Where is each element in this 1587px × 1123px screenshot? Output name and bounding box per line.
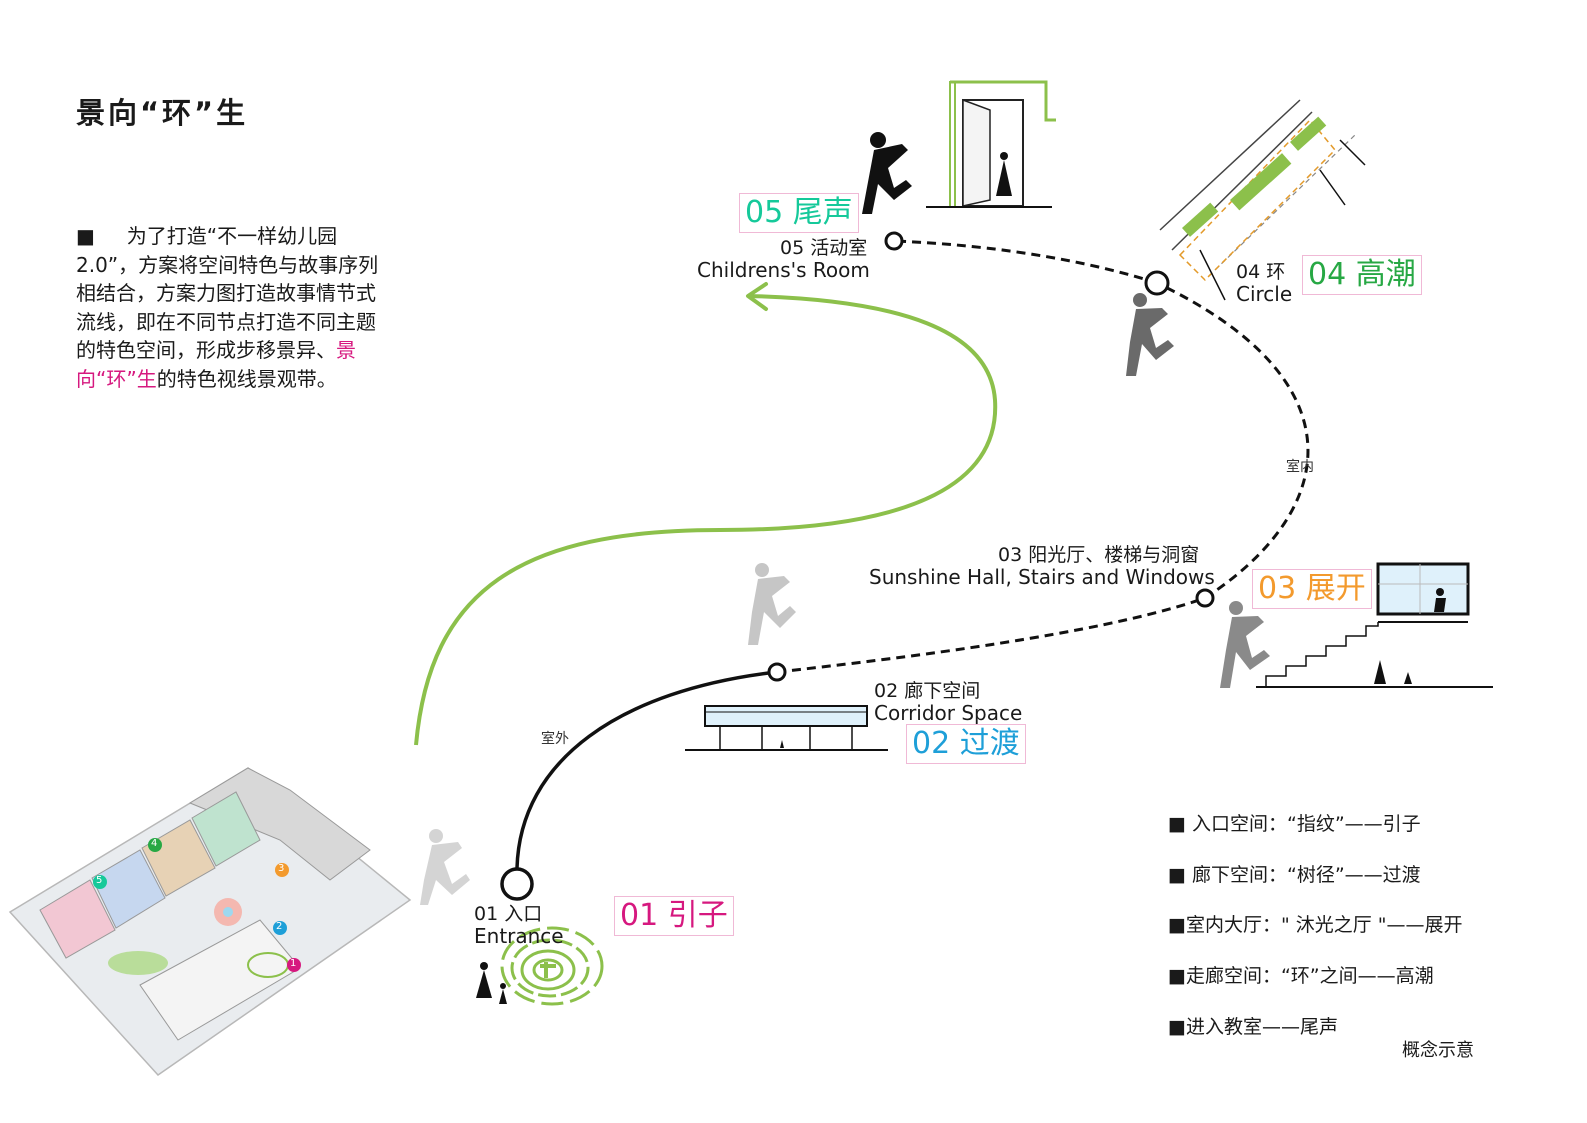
node-03-label-cn: 03 阳光厅、楼梯与洞窗 [998, 544, 1200, 566]
node-03-marker [1195, 588, 1215, 608]
map-marker-2-label: 2 [276, 921, 283, 932]
indoor-path-a [776, 596, 1206, 674]
fingerprint-graphic [500, 926, 604, 1006]
runner-figure-gray-4 [1126, 293, 1174, 376]
outdoor-path [515, 670, 778, 869]
map-marker-1-label: 1 [290, 958, 297, 969]
intro-bullet: ■ [76, 224, 95, 248]
intro-text-end: 的特色视线景观带。 [156, 366, 337, 391]
circle-corridor-vignette [1159, 99, 1366, 301]
node-05-label-cn: 05 活动室 [780, 237, 868, 259]
green-arrowhead [746, 282, 768, 311]
node-05-marker [884, 231, 904, 251]
sunshine-hall-vignette [1256, 562, 1493, 688]
indoor-path-b [1156, 281, 1310, 600]
runner-figure-gray-3 [1220, 601, 1270, 688]
node-04-label-cn: 04 环 [1236, 261, 1286, 283]
indoor-path-c [893, 239, 1158, 285]
intro-text: 为了打造“不一样幼儿园2.0”，方案将空间特色与故事序列相结合，方案力图打造故事… [76, 224, 379, 362]
node-05-label-en: Childrens's Room [697, 258, 870, 282]
legend-item: ■走廊空间：“环”之间——高潮 [1168, 965, 1434, 987]
node-05-tag: 05 尾声 [739, 193, 859, 233]
page-title: 景向“环”生 [76, 96, 249, 130]
node-02-tag: 02 过渡 [906, 724, 1026, 764]
intro-paragraph: ■ 为了打造“不一样幼儿园2.0”，方案将空间特色与故事序列相结合，方案力图打造… [76, 222, 394, 393]
node-01-marker [500, 867, 534, 901]
outdoor-label: 室外 [541, 731, 569, 747]
map-marker-3-label: 3 [278, 863, 285, 874]
map-marker-4-label: 4 [151, 838, 158, 849]
runner-figure-gray-1 [420, 829, 470, 905]
legend-item: ■ 廊下空间：“树径”——过渡 [1168, 864, 1421, 886]
legend-item: ■ 入口空间：“指纹”——引子 [1168, 813, 1421, 835]
runner-figure-gray-2 [748, 563, 796, 645]
adult-child-figures [476, 962, 507, 1004]
node-03-label-en: Sunshine Hall, Stairs and Windows [869, 565, 1215, 589]
node-03-tag: 03 展开 [1252, 569, 1372, 609]
node-04-tag: 04 高潮 [1302, 255, 1422, 295]
node-04-marker [1144, 270, 1170, 296]
green-flow-arrow [414, 294, 998, 746]
legend-item: ■进入教室——尾声 [1168, 1016, 1338, 1038]
node-02-marker [767, 662, 787, 682]
node-01-tag: 01 引子 [614, 896, 734, 936]
runner-figure-black [862, 132, 912, 214]
node-01-label-cn: 01 入口 [474, 903, 543, 925]
node-02-label-cn: 02 廊下空间 [874, 680, 981, 702]
node-02-label-en: Corridor Space [874, 701, 1023, 725]
map-marker-5-label: 5 [96, 875, 103, 886]
legend-item: ■室内大厅：" 沐光之厅 "——展开 [1168, 914, 1463, 936]
intro-highlight: 景向“环”生 [76, 338, 356, 391]
node-01-label-en: Entrance [474, 924, 564, 948]
concept-note: 概念示意 [1402, 1040, 1474, 1061]
room-door-vignette [926, 80, 1056, 208]
indoor-label: 室内 [1286, 459, 1314, 475]
site-plan-axonometric [8, 767, 412, 1076]
node-04-label-en: Circle [1236, 282, 1293, 306]
corridor-vignette [685, 705, 888, 751]
